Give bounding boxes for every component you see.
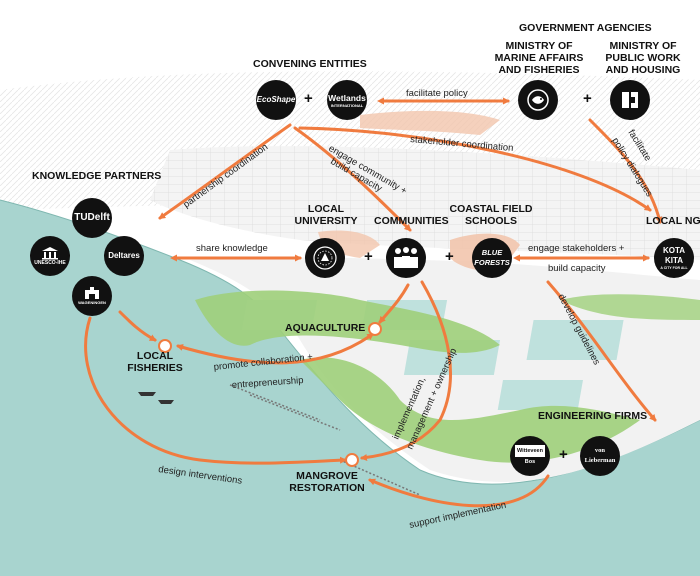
wageningen-emblem-icon xyxy=(85,287,99,299)
heading-engineering-firms: ENGINEERING FIRMS xyxy=(538,410,648,422)
arrow-support-implementation xyxy=(368,474,550,508)
tudelft-logo: TUDelft xyxy=(72,198,112,238)
fence xyxy=(229,384,321,421)
local-fisheries-hub xyxy=(158,339,172,353)
edge-label-facilitate-policy: facilitate policy xyxy=(406,88,468,99)
arrow-stakeholder-coordination xyxy=(298,126,652,212)
hub-label-aquaculture: AQUACULTURE xyxy=(285,322,366,334)
university-seal-icon xyxy=(313,246,337,270)
fence xyxy=(339,459,421,496)
kota-kita-subtext: A CITY FOR ALL xyxy=(660,265,688,270)
lieberman-logo: von Lieberman xyxy=(580,436,620,476)
aquaculture-hub xyxy=(368,322,382,336)
boat xyxy=(138,392,156,396)
wetlands-text: Wetlands xyxy=(328,92,366,103)
development-area xyxy=(318,230,380,258)
edge-label-partnership-coordination: partnership coordination xyxy=(181,142,270,211)
heading-local-ngo: LOCAL NG xyxy=(646,215,700,227)
arrow-to-aquaculture xyxy=(378,283,410,324)
edge-label-engage-stakeholders: engage stakeholders + xyxy=(528,243,625,254)
temple-icon xyxy=(42,246,58,259)
blue-forests-logo: BLUE FORESTS xyxy=(472,238,512,278)
edge-label-develop-guidelines: develop guidelines xyxy=(555,292,602,367)
witteveen-text: Witteveen xyxy=(515,445,545,457)
edge-label-build-capacity-2: build capacity xyxy=(548,263,606,274)
arrow-design-interventions xyxy=(84,316,347,465)
arrow-develop-guidelines xyxy=(546,280,657,422)
plus-sign: + xyxy=(304,90,313,107)
communities-logo xyxy=(386,238,426,278)
heading-convening-entities: CONVENING ENTITIES xyxy=(253,58,367,70)
heading-knowledge-partners: KNOWLEDGE PARTNERS xyxy=(32,170,162,182)
edge-label-promote-collaboration: promote collaboration + xyxy=(213,352,314,373)
kota-kita-logo: KOTA KITA A CITY FOR ALL xyxy=(654,238,694,278)
heading-coastal-field-schools: COASTAL FIELD SCHOOLS xyxy=(449,203,533,227)
tudelft-text: TUDelft xyxy=(74,212,110,223)
fence xyxy=(249,394,341,431)
mangrove-belt xyxy=(560,294,700,320)
unesco-logo: UNESCO-IHE xyxy=(30,236,70,276)
edge-label-entrepreneurship: entrepreneurship xyxy=(231,375,303,391)
heading-government-agencies: GOVERNMENT AGENCIES xyxy=(519,22,652,34)
public-works-emblem-icon xyxy=(622,92,638,108)
ministry-public-logo xyxy=(610,80,650,120)
plus-sign: + xyxy=(364,248,373,265)
heading-ministry-public: MINISTRY OF PUBLIC WORK AND HOUSING xyxy=(605,40,681,76)
deltares-text: Deltares xyxy=(108,251,140,260)
heading-communities: COMMUNITIES xyxy=(374,215,449,227)
people-icon xyxy=(394,247,418,268)
bos-text: Bos xyxy=(524,459,536,465)
village-area xyxy=(150,146,700,260)
ministry-marine-logo xyxy=(518,80,558,120)
plus-sign: + xyxy=(559,446,568,463)
kota-kita-text: KOTA KITA xyxy=(662,245,686,265)
heading-local-university: LOCAL UNIVERSITY xyxy=(294,203,358,227)
pond xyxy=(497,380,583,410)
lieberman-text: von Lieberman xyxy=(584,447,616,464)
wageningen-logo: WAGENINGEN xyxy=(72,276,112,316)
arrow-implementation xyxy=(360,280,452,461)
plus-sign: + xyxy=(583,90,592,107)
wetlands-logo: Wetlands INTERNATIONAL xyxy=(327,80,367,120)
arrow-policy-dialogues xyxy=(588,118,663,224)
arrow-partnership-coordination xyxy=(158,123,292,220)
wageningen-text: WAGENINGEN xyxy=(78,300,106,305)
local-university-logo xyxy=(305,238,345,278)
heading-ministry-marine: MINISTRY OF MARINE AFFAIRS AND FISHERIES xyxy=(494,40,584,76)
pond xyxy=(526,320,624,360)
ecoshape-text: EcoShape xyxy=(256,95,296,104)
edge-label-stakeholder-coordination: stakeholder coordination xyxy=(410,134,514,154)
witteveen-bos-logo: Witteveen Bos xyxy=(510,436,550,476)
arrow-engage-community xyxy=(293,126,412,232)
mangrove-hub xyxy=(345,453,359,467)
ecoshape-logo: EcoShape xyxy=(256,80,296,120)
wetlands-subtext: INTERNATIONAL xyxy=(330,102,364,108)
edge-label-share-knowledge: share knowledge xyxy=(196,243,268,254)
boat xyxy=(158,400,174,404)
arrow-wageningen-fisheries xyxy=(118,310,157,342)
edge-label-design-interventions: design interventions xyxy=(158,464,243,487)
fish-emblem-icon xyxy=(527,89,549,111)
plus-sign: + xyxy=(445,248,454,265)
hub-label-local-fisheries: LOCAL FISHERIES xyxy=(127,350,183,374)
development-area xyxy=(360,110,500,135)
blue-forests-text: BLUE FORESTS xyxy=(474,248,510,267)
unesco-text: UNESCO-IHE xyxy=(34,259,66,266)
mangrove-belt xyxy=(300,357,640,463)
hub-label-mangrove-restoration: MANGROVE RESTORATION xyxy=(289,470,365,494)
arrow-promote-collaboration xyxy=(176,333,375,365)
deltares-logo: Deltares xyxy=(104,236,144,276)
